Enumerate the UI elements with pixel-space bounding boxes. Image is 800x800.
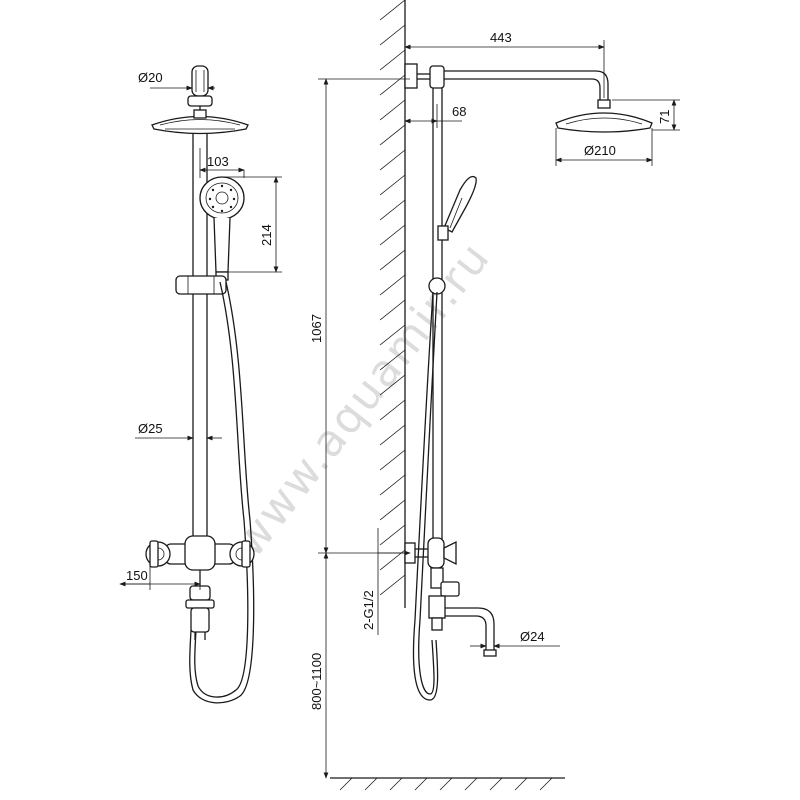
- watermark: www.aquamir.ru: [223, 232, 500, 567]
- front-arm-bracket: [187, 65, 213, 112]
- dim-wall-offset: 68: [404, 104, 466, 128]
- dim-arm-diameter: Ø20: [138, 70, 215, 91]
- dim-label-arm-projection: 443: [490, 30, 512, 45]
- front-overhead-shower: [151, 109, 249, 135]
- side-overhead-shower: [555, 112, 653, 133]
- side-top-bracket: [404, 63, 445, 89]
- side-shower-arm: [444, 70, 611, 109]
- floor-section: [330, 777, 565, 791]
- dim-label-riser-diameter: Ø25: [138, 421, 163, 436]
- dim-head-height: 71: [612, 99, 680, 131]
- dim-handshower-length: 214: [222, 176, 282, 273]
- dim-label-head-height: 71: [657, 110, 672, 124]
- dim-label-handshower-length: 214: [259, 224, 274, 246]
- dim-label-mixer-width: 150: [126, 568, 148, 583]
- wall-section: [379, 0, 406, 608]
- dim-connection-thread: 2-G1/2: [361, 528, 411, 635]
- side-hose: [412, 291, 439, 701]
- front-view: Ø20 103 214 Ø25 150: [119, 65, 282, 704]
- front-hand-shower: [199, 176, 245, 281]
- dim-riser-height: 1067: [309, 78, 410, 554]
- dim-label-handshower-width: 103: [207, 154, 229, 169]
- dim-arm-projection: 443: [404, 30, 605, 98]
- dim-label-riser-height: 1067: [309, 314, 324, 343]
- dim-label-arm-diameter: Ø20: [138, 70, 163, 85]
- dim-label-head-diameter: Ø210: [584, 143, 616, 158]
- dim-label-connection-thread: 2-G1/2: [361, 590, 376, 630]
- dim-mount-height: 800~1100: [309, 552, 329, 779]
- side-spout: [445, 607, 497, 657]
- dim-label-wall-offset: 68: [452, 104, 466, 119]
- dim-mixer-width: 150: [119, 566, 201, 590]
- dim-handshower-width: 103: [199, 148, 245, 178]
- dim-riser-diameter: Ø25: [135, 421, 222, 441]
- front-slide-holder: [175, 275, 227, 295]
- front-mixer: [145, 535, 255, 640]
- side-view: 443 68 71 Ø210 1067 800~1100: [309, 0, 680, 791]
- dim-label-mount-height: 800~1100: [309, 653, 324, 710]
- front-hose: [189, 281, 255, 704]
- dim-head-diameter: Ø210: [555, 128, 653, 166]
- dim-spout-diameter: Ø24: [470, 629, 560, 649]
- side-riser-pipe: [428, 88, 446, 540]
- side-hand-shower: [437, 175, 477, 241]
- dim-label-spout-diameter: Ø24: [520, 629, 545, 644]
